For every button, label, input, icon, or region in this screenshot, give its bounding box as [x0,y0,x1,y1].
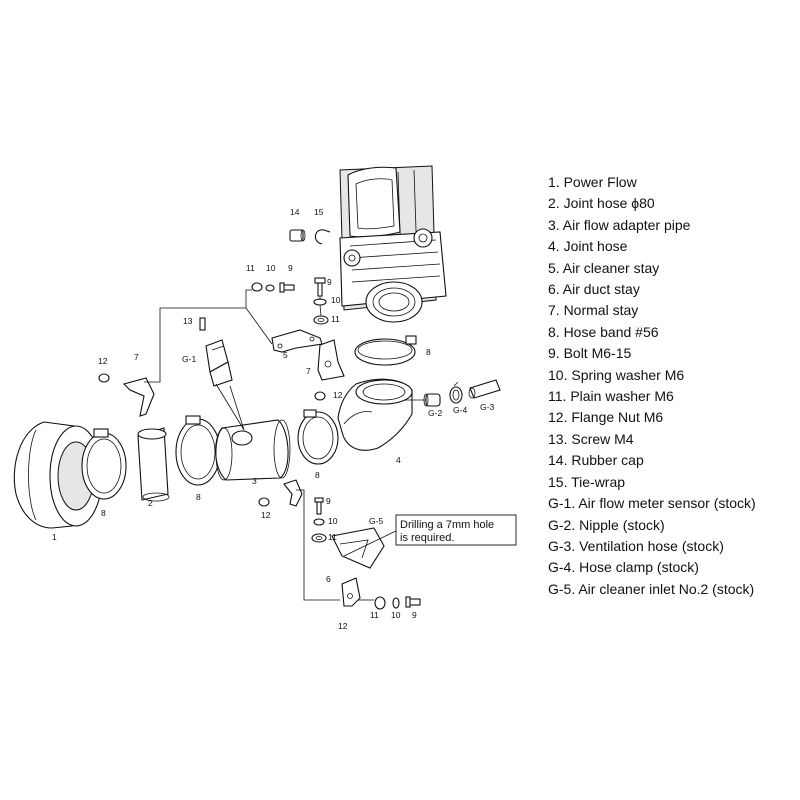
bolt-stack-lower [311,497,327,543]
air-flow-adapter-pipe-3 [215,385,291,481]
nipple-g2 [423,393,441,407]
drilling-note-line-2: is required. [400,532,454,544]
label-6: 6 [326,574,331,584]
legend-item: 5. Air cleaner stay [548,259,660,276]
drilling-note-line-1: Drilling a 7mm hole [400,519,494,531]
label-g3: G-3 [480,402,494,412]
legend-item: 15. Tie-wrap [548,473,626,490]
label-3: 3 [252,476,257,486]
label-7-left: 7 [134,352,139,362]
label-10-bottom: 10 [391,610,401,620]
label-9-upper-left: 9 [288,263,293,273]
leader-lines [144,289,426,601]
rubber-cap-14 [289,229,306,242]
legend-item: 1. Power Flow [548,174,637,190]
flange-nut-12-top [314,391,326,401]
label-2: 2 [148,498,153,508]
label-1: 1 [52,532,57,542]
legend-item: 4. Joint hose [548,238,628,255]
legend-item: 3. Air flow adapter pipe [548,216,691,233]
label-4: 4 [396,455,401,465]
hose-band-8-top [354,335,417,366]
label-12-left: 12 [98,356,108,366]
label-7-upper: 7 [306,366,311,376]
hose-clamp-g4 [449,381,463,404]
normal-stay-7-left [122,377,155,417]
legend-item: G-4. Hose clamp (stock) [548,559,699,576]
legend-item: G-2. Nipple (stock) [548,516,665,533]
part-number-labels: 14 15 11 10 9 9 10 11 13 G-1 5 7 12 8 4 … [52,207,494,631]
label-14: 14 [290,207,300,217]
air-cleaner-inlet-g5 [331,527,385,569]
joint-hose-4 [337,378,413,451]
label-5: 5 [283,350,288,360]
label-10-upper: 10 [331,295,341,305]
legend-item: G-1. Air flow meter sensor (stock) [548,495,756,512]
label-9-bottom: 9 [412,610,417,620]
legend-item: 9. Bolt M6-15 [548,345,632,362]
normal-stay-7-lower [283,479,303,507]
legend-item: 11. Plain washer M6 [548,388,674,405]
air-duct-stay-6 [341,577,361,607]
flange-nut-12-left [98,373,110,383]
air-cleaner-stay-5 [271,329,323,353]
label-g5: G-5 [369,516,383,526]
label-8-left: 8 [101,508,106,518]
hose-band-8-left [81,428,127,500]
hose-band-8-middle [175,415,221,486]
legend-item: 12. Flange Nut M6 [548,409,664,426]
parts-legend: 1. Power Flow 2. Joint hose ϕ80 3. Air f… [548,172,756,600]
label-8-middle: 8 [196,492,201,502]
air-flow-meter-sensor-g1 [199,317,233,387]
label-15: 15 [314,207,324,217]
legend-item: G-3. Ventilation hose (stock) [548,537,724,554]
flange-nut-12-lower [258,497,270,507]
label-8-right: 8 [315,470,320,480]
legend-item: G-5. Air cleaner inlet No.2 (stock) [548,580,755,597]
ventilation-hose-g3 [468,379,501,399]
bolt-stack-5 [251,282,295,293]
label-11-upper: 11 [331,314,340,324]
throttle-body-assembly [339,165,447,323]
legend-item: 8. Hose band #56 [548,323,659,340]
bolt-stack-bottom [374,596,421,610]
legend-item: 13. Screw M4 [548,430,634,447]
label-11-upper-left: 11 [246,263,255,273]
legend-item: 14. Rubber cap [548,452,644,469]
legend-item: 6. Air duct stay [548,281,640,298]
drilling-note: Drilling a 7mm hole is required. [395,514,517,546]
label-g4: G-4 [453,405,467,415]
legend-item: 7. Normal stay [548,302,639,319]
legend-item: 10. Spring washer M6 [548,366,685,383]
label-9-upper: 9 [327,277,332,287]
label-12-bottom: 12 [338,621,348,631]
label-12-lower: 12 [261,510,271,520]
hose-band-8-right [297,409,339,465]
label-g1: G-1 [182,354,196,364]
label-13: 13 [183,316,193,326]
joint-hose-2 [137,427,170,502]
label-9-lower: 9 [326,496,331,506]
label-g2: G-2 [428,408,442,418]
tie-wrap-15 [314,229,331,245]
label-10-lower: 10 [328,516,338,526]
label-11-bottom: 11 [370,610,379,620]
normal-stay-7-top [317,339,345,381]
label-11-lower: 11 [328,532,337,542]
bolt-stack-top [313,277,329,325]
label-8-upper: 8 [426,347,431,357]
label-12-upper: 12 [333,390,343,400]
label-10-upper-left: 10 [266,263,276,273]
legend-item: 2. Joint hose ϕ80 [548,195,655,212]
